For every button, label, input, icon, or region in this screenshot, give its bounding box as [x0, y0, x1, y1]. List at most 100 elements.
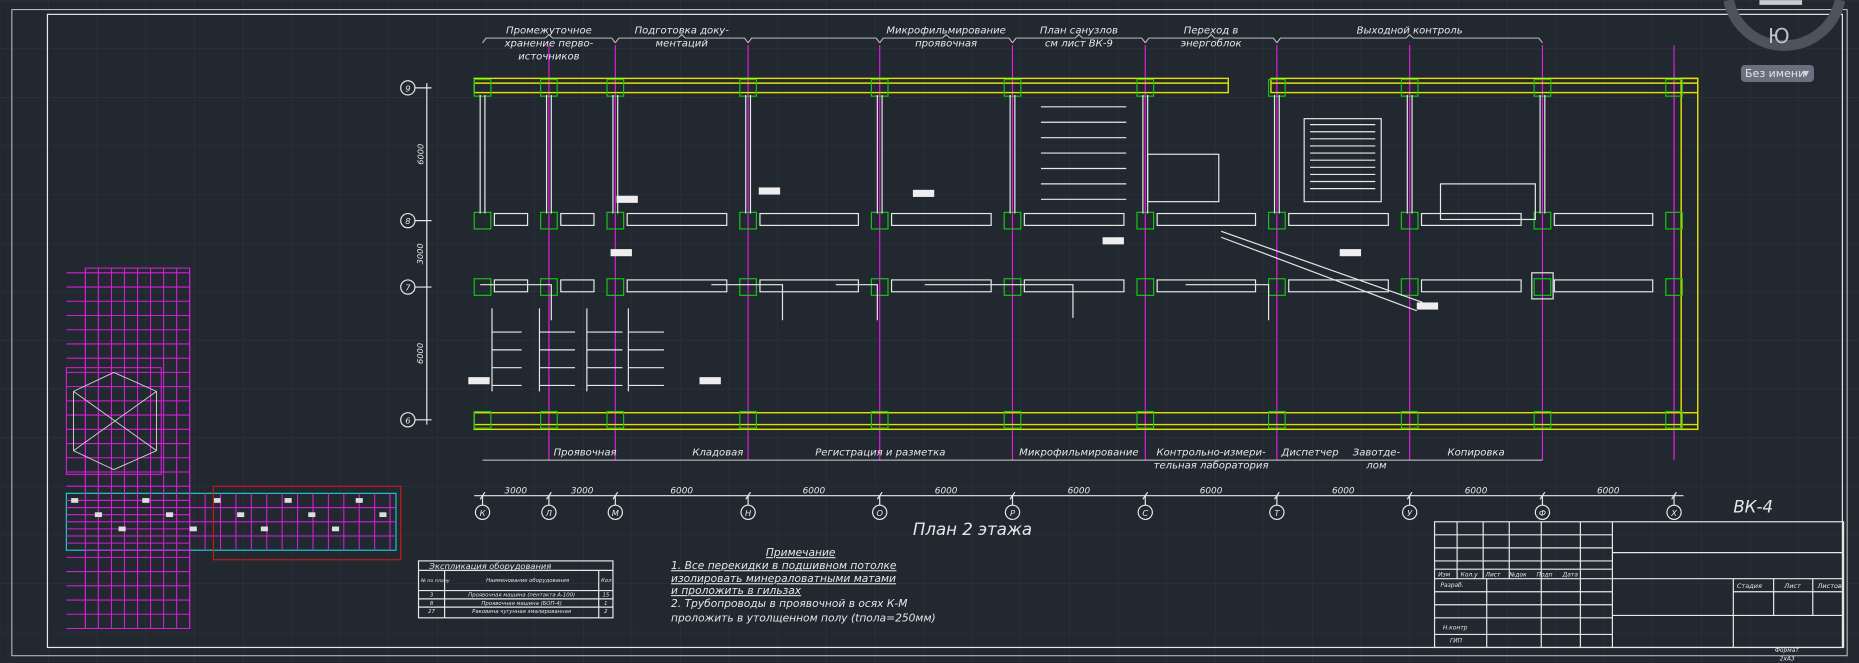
room-label: источников — [518, 51, 579, 62]
label-bracket — [879, 33, 1013, 44]
label-bracket — [1276, 33, 1543, 44]
room-label: хранение перво- — [504, 38, 594, 49]
column-box — [1531, 272, 1554, 300]
structural-columns — [473, 78, 1683, 429]
room-label: Контрольно-измери- — [1156, 447, 1266, 458]
room-label: тельная лаборатория — [1154, 459, 1269, 471]
room-label: Диспетчер — [1281, 447, 1339, 458]
room-label: Копировка — [1447, 447, 1504, 458]
axis-bubble — [607, 504, 624, 521]
equipment-cell-name: Раковина чугунная эмалированная — [472, 609, 572, 615]
column — [1003, 278, 1022, 296]
column — [1400, 78, 1419, 97]
tb-role: Н.контр — [1443, 626, 1468, 632]
corridor-wall — [493, 212, 529, 226]
title-block: Изм Кол.у Лист №док Подп Дата Разраб. Н.… — [1433, 521, 1845, 663]
corridor-wall — [626, 279, 728, 293]
corridor-wall — [1288, 212, 1389, 226]
chevron-down-icon: ▼ — [1802, 69, 1809, 78]
equipment-tag — [699, 377, 721, 385]
row-dimension-value: 6000 — [415, 144, 425, 165]
keyplan-detail — [260, 526, 268, 532]
column — [739, 410, 757, 429]
axis-label: Л — [545, 508, 552, 518]
axis-bubble — [1401, 504, 1418, 521]
axis-label: О — [876, 508, 883, 518]
column — [739, 278, 757, 296]
keyplan-detail — [331, 526, 340, 532]
equipment-tag — [758, 187, 781, 195]
keyplan-detail — [355, 498, 363, 503]
tb-sheets: Листов — [1817, 582, 1842, 590]
dimension-value: 6000 — [1332, 486, 1355, 496]
axis-bubble — [740, 504, 756, 521]
corridor-wall — [493, 279, 529, 293]
column — [1003, 211, 1022, 230]
keyplan-detail — [71, 498, 79, 503]
column — [1400, 410, 1419, 429]
shaft — [1147, 153, 1220, 203]
corridor-wall — [1553, 279, 1654, 293]
column — [540, 410, 558, 429]
stair — [1303, 118, 1382, 203]
selection-rectangle[interactable] — [212, 485, 402, 561]
room-label: План санузлов — [1040, 25, 1118, 36]
notes-title: Примечание — [766, 546, 836, 559]
keyplan-detail — [213, 498, 221, 503]
keyplan-detail — [308, 512, 316, 518]
keyplan-detail — [142, 498, 150, 503]
column — [1533, 410, 1552, 429]
interior-partitions — [468, 94, 1554, 392]
outer-wall-right — [1680, 77, 1699, 431]
equipment-tag — [1102, 237, 1124, 245]
column — [1136, 78, 1155, 97]
column — [1665, 278, 1683, 296]
outer-wall-top — [473, 77, 1229, 94]
column — [1267, 410, 1286, 429]
keyplan-diagonal — [73, 390, 157, 452]
named-view-dropdown[interactable]: Без имени▼ — [1741, 65, 1814, 82]
diagonal-pipe — [1220, 236, 1417, 312]
equipment-table-title: Экспликация оборудования — [428, 561, 551, 571]
equipment-header-no: № по плану — [420, 578, 450, 584]
axis-label: К — [480, 508, 487, 518]
room-label: Микрофильмирование — [1019, 447, 1138, 458]
axis-lines — [548, 45, 1675, 461]
keyplan-detail — [165, 512, 174, 518]
note-line: изолировать минераловатными матами — [671, 572, 896, 585]
equipment-header-qty: Кол — [601, 578, 612, 584]
equipment-tag — [1339, 249, 1362, 257]
row-axis-label: 9 — [405, 83, 410, 93]
axis-bubble — [474, 504, 491, 521]
equipment-tag — [912, 189, 935, 197]
column — [606, 78, 625, 97]
tb-format: Формат — [1775, 648, 1800, 654]
column — [473, 410, 492, 429]
tb-stage: Стадия — [1737, 582, 1762, 590]
column — [1533, 211, 1552, 230]
column — [1400, 211, 1419, 230]
axis-label: Н — [745, 508, 751, 518]
corridor-wall — [1023, 212, 1125, 226]
notes: Примечание 1. Все перекидки в подшивном … — [671, 546, 936, 624]
key-plan — [65, 267, 397, 630]
room-label: энергоблок — [1181, 37, 1243, 49]
viewcube-direction-label[interactable]: Ю — [1768, 24, 1790, 48]
row-dimension-value: 3000 — [415, 243, 425, 264]
viewcube-ring[interactable] — [1723, 0, 1846, 51]
viewcube-face[interactable] — [1759, 0, 1803, 5]
room-label: ментаций — [656, 38, 709, 49]
label-bracket — [614, 33, 749, 44]
axis-bubble — [1004, 504, 1021, 521]
column — [606, 410, 625, 429]
tb-header: Кол.у — [1461, 572, 1478, 578]
note-line: 1. Все перекидки в подшивном потолке — [671, 559, 897, 572]
column — [870, 78, 889, 97]
axis-bubble — [871, 504, 888, 521]
column — [870, 278, 889, 296]
keyplan-detail — [94, 512, 102, 518]
